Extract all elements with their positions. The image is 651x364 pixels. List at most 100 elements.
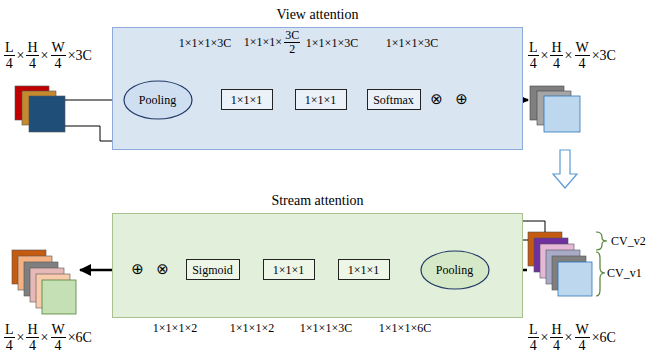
label-group: L4×H4×W4×3C: [4, 40, 92, 72]
panel-heading: View attention: [113, 6, 522, 24]
dimension-text: 4: [575, 338, 590, 353]
fraction: L4: [4, 322, 15, 354]
label-group: 1×1×1×3C: [386, 36, 438, 51]
conv-box: 1×1×1: [338, 259, 390, 280]
fraction: H4: [26, 322, 38, 354]
fraction: W4: [51, 40, 66, 72]
node-label: ⊗: [156, 262, 169, 277]
size-label: 1×1×1×2: [153, 321, 197, 336]
brace: [596, 232, 607, 250]
add-symbol: ⊕: [454, 90, 469, 109]
feature-map-stack: [528, 232, 592, 296]
label-group: 1×1×1×6C: [379, 321, 431, 336]
fraction: W4: [575, 322, 590, 354]
dimension-text: 4: [550, 338, 562, 353]
dimension-text: 4: [51, 338, 66, 353]
fraction: L4: [528, 322, 539, 354]
fraction: W4: [575, 40, 590, 72]
dimension-text: W: [575, 322, 590, 338]
dimension-text: H: [26, 40, 38, 56]
node-label: Pooling: [139, 93, 176, 107]
size-label: 1×1×1×3C: [386, 36, 438, 51]
dimension-text: ×: [41, 48, 49, 64]
dimension-text: 4: [26, 338, 38, 353]
dimension-text: W: [575, 40, 590, 56]
dimension-text: ×: [541, 330, 549, 346]
attention-panel: Stream attention⊕⊗Sigmoid1×1×11×1×1Pooli…: [112, 213, 523, 318]
fraction: 3C2: [284, 29, 300, 56]
dimension-text: ×: [17, 330, 25, 346]
label-group: CV_v1: [607, 266, 642, 281]
dimension-text: ×3C: [68, 48, 92, 64]
label-group: L4×H4×W4×3C: [528, 40, 616, 72]
dimension-text: H: [550, 40, 562, 56]
label-group: 1×1×1×2: [230, 321, 274, 336]
dimension-text: ×: [41, 330, 49, 346]
node-label: 1×1×1: [305, 93, 337, 107]
label-group: 1×1×1×3C2: [244, 29, 300, 56]
node-label: 1×1×1: [273, 263, 305, 277]
node-label: Softmax: [373, 93, 414, 107]
node-label: Pooling: [436, 263, 473, 277]
pooling-ellipse: Pooling: [420, 250, 490, 290]
dimension-text: 4: [528, 338, 539, 353]
feature-map-stack: [12, 250, 76, 314]
dimension-text: 4: [550, 56, 562, 71]
fraction: L4: [528, 40, 539, 72]
fraction: H4: [26, 40, 38, 72]
label-group: 1×1×1×3C: [306, 36, 358, 51]
node-label: ⊕: [455, 92, 468, 107]
dimension-text: W: [51, 322, 66, 338]
label-group: 1×1×1×3C: [300, 321, 352, 336]
flow-arrow: [553, 150, 577, 188]
dimension-text: 4: [51, 56, 66, 71]
softmax-box: Softmax: [367, 89, 421, 110]
fraction: H4: [550, 322, 562, 354]
dimension-text: ×: [565, 330, 573, 346]
conv-box: 1×1×1: [263, 259, 315, 280]
dimension-text: ×6C: [592, 330, 616, 346]
dimension-text: L: [528, 40, 539, 56]
dimension-text: H: [26, 322, 38, 338]
dimension-text: ×3C: [592, 48, 616, 64]
dimension-text: ×: [17, 48, 25, 64]
dimension-text: 4: [528, 56, 539, 71]
label-group: CV_v2: [611, 234, 646, 249]
dimension-text: L: [4, 40, 15, 56]
size-label: 1×1×1×2: [230, 321, 274, 336]
sigmoid-box: Sigmoid: [186, 259, 240, 280]
label-group: L4×H4×W4×6C: [4, 322, 92, 354]
dimension-text: 4: [4, 56, 15, 71]
dimension-text: ×6C: [68, 330, 92, 346]
panel-heading: Stream attention: [113, 192, 522, 210]
node-label: 1×1×1: [348, 263, 380, 277]
dimension-text: 4: [575, 56, 590, 71]
add-symbol: ⊕: [130, 260, 145, 279]
size-label: 1×1×1×3C: [306, 36, 358, 51]
fraction: L4: [4, 40, 15, 72]
label-group: 1×1×1×3C: [179, 36, 231, 51]
multiply-symbol: ⊗: [429, 90, 444, 109]
size-label: 3C: [284, 29, 300, 43]
size-label: 2: [284, 43, 300, 56]
multiply-symbol: ⊗: [155, 260, 170, 279]
dimension-text: ×: [565, 48, 573, 64]
size-label: 1×1×1×3C: [300, 321, 352, 336]
size-label: 1×1×1×: [244, 35, 282, 50]
brace: [596, 252, 605, 296]
node-label: ⊗: [430, 92, 443, 107]
size-label: 1×1×1×6C: [379, 321, 431, 336]
node-label: 1×1×1: [231, 93, 263, 107]
dimension-text: L: [528, 322, 539, 338]
fraction: W4: [51, 322, 66, 354]
dimension-text: H: [550, 322, 562, 338]
node-label: ⊕: [131, 262, 144, 277]
pooling-ellipse: Pooling: [123, 80, 193, 120]
dimension-text: ×: [541, 48, 549, 64]
dimension-text: 4: [26, 56, 38, 71]
label-group: L4×H4×W4×6C: [528, 322, 616, 354]
volume-label: CV_v2: [611, 234, 646, 249]
feature-map-stack: [15, 86, 65, 132]
node-label: Sigmoid: [192, 263, 233, 277]
dimension-text: W: [51, 40, 66, 56]
